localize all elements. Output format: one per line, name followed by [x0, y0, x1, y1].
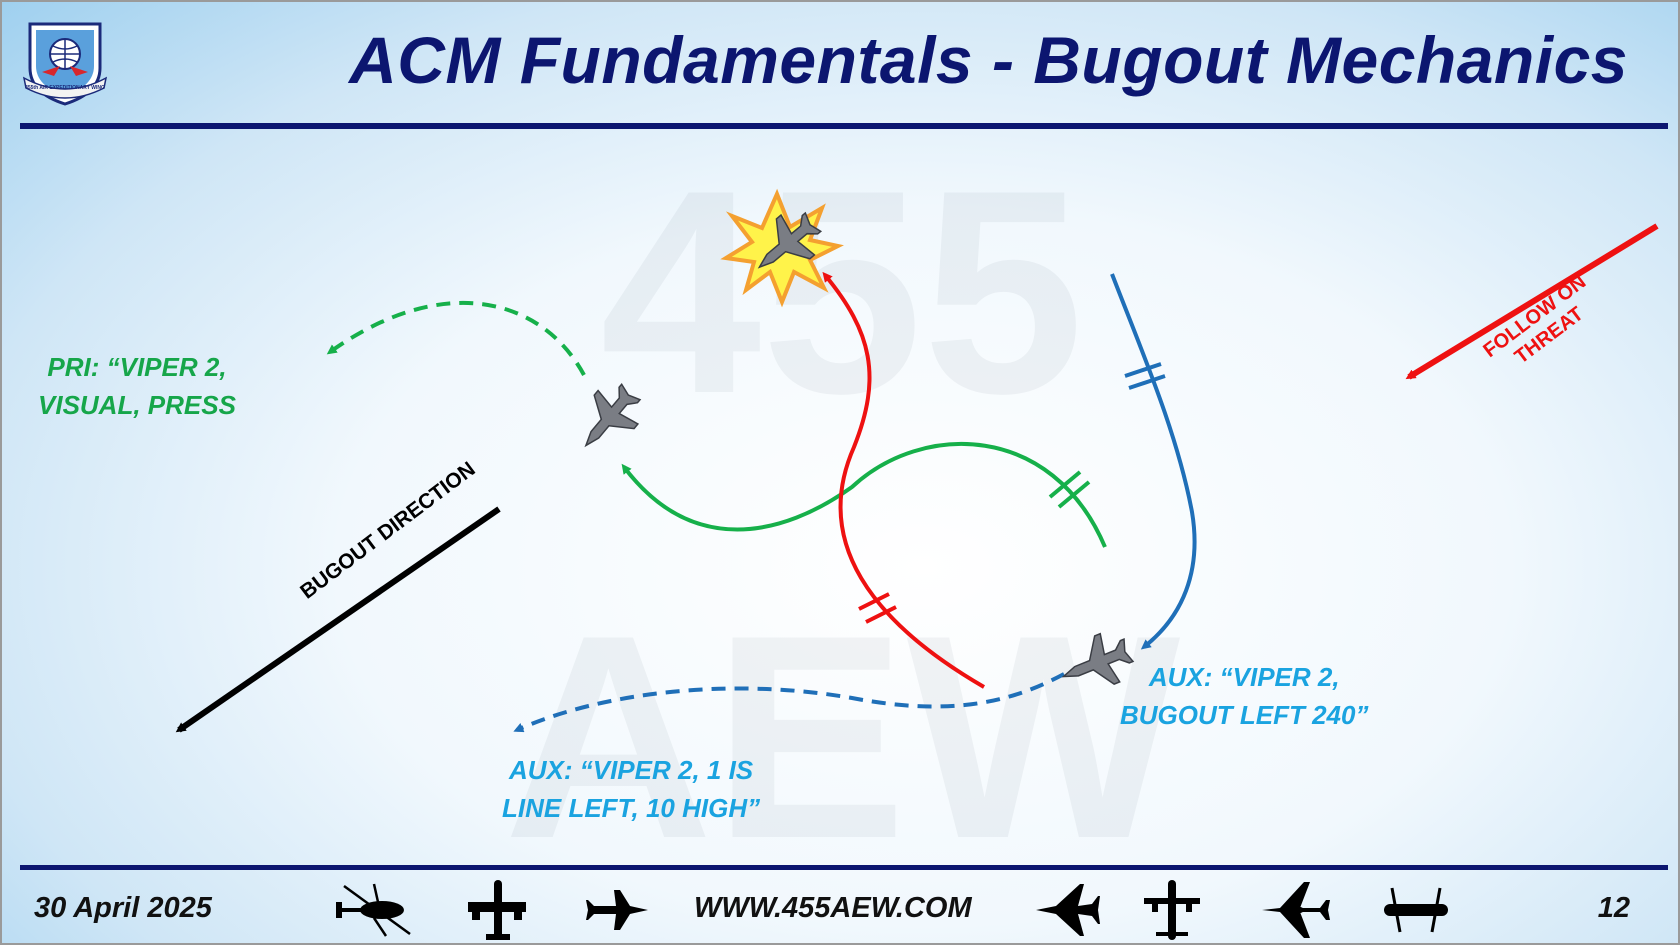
blue-track-tick-marks — [1124, 362, 1166, 390]
green-dashed-track — [326, 300, 586, 376]
pri-callout-line-2: VISUAL, PRESS — [38, 390, 236, 420]
logo-text: 455th AIR EXPEDITIONARY WING — [25, 85, 105, 91]
viper-2-fighter-jet-icon — [1061, 632, 1135, 685]
footer-website: WWW.455AEW.COM — [694, 892, 972, 924]
green-track — [621, 442, 1107, 548]
fighter-delta-silhouette-icon — [1036, 884, 1100, 936]
slide-title: ACM Fundamentals - Bugout Mechanics — [349, 23, 1628, 97]
aux-line-callout-line-1: AUX: “VIPER 2, 1 IS — [508, 755, 754, 785]
aux-line-callout-line-2: LINE LEFT, 10 HIGH” — [502, 793, 761, 823]
wing-logo-icon: 455th AIR EXPEDITIONARY WING — [22, 22, 108, 106]
header-rule — [20, 123, 1668, 129]
aux-bugout-callout-line-1: AUX: “VIPER 2, — [1148, 662, 1340, 692]
drone-silhouette-icon — [1384, 887, 1448, 933]
tanker-silhouette-icon — [468, 880, 526, 940]
hit-fighter-jet-icon — [757, 211, 823, 269]
footer-page-number: 12 — [1597, 892, 1630, 924]
transport-silhouette-icon — [1144, 880, 1200, 940]
primary-fighter-jet-icon — [584, 382, 642, 448]
bugout-direction-arrow — [175, 506, 501, 733]
footer-rule — [20, 865, 1668, 870]
blue-track — [1110, 273, 1197, 650]
pri-callout-line-1: PRI: “VIPER 2, — [47, 352, 227, 382]
fighter-silhouette-icon — [586, 890, 648, 930]
aux-bugout-callout-line-2: BUGOUT LEFT 240” — [1120, 700, 1369, 730]
red-track-tick-marks — [858, 592, 897, 624]
pri-callout: PRI: “VIPER 2, VISUAL, PRESS — [38, 348, 236, 424]
awacs-silhouette-icon — [1262, 882, 1330, 938]
aux-line-callout: AUX: “VIPER 2, 1 IS LINE LEFT, 10 HIGH” — [502, 751, 760, 827]
aux-bugout-callout: AUX: “VIPER 2, BUGOUT LEFT 240” — [1120, 658, 1368, 734]
green-track-tick-marks — [1048, 470, 1091, 509]
red-track — [822, 271, 986, 689]
helicopter-silhouette-icon — [336, 883, 411, 937]
blue-dashed-track — [513, 672, 1065, 733]
footer-date: 30 April 2025 — [34, 892, 212, 924]
follow-on-threat-arrow — [1405, 223, 1659, 380]
